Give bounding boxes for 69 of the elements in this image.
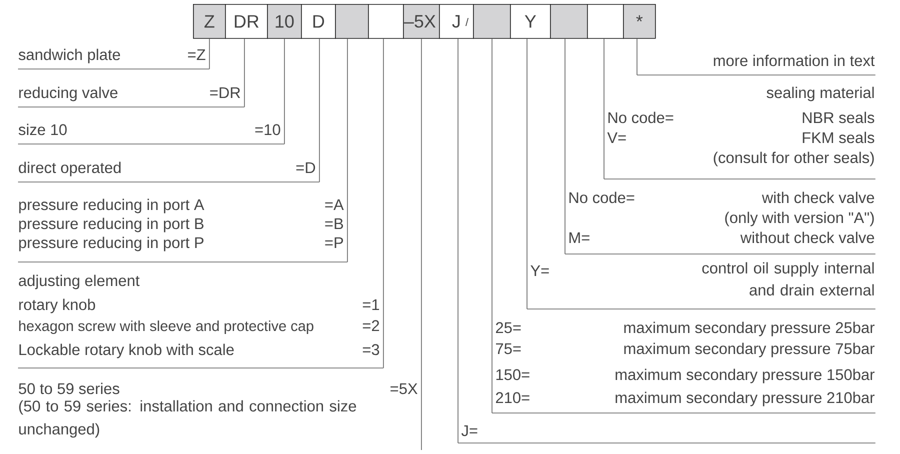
option-text: hexagon screw with sleeve and protective cap bbox=[19, 320, 314, 334]
option-text: (only with version "A") bbox=[725, 212, 874, 226]
leader-line bbox=[347, 38, 348, 262]
leader-line bbox=[244, 38, 245, 108]
blank-code-cell bbox=[368, 4, 404, 39]
option-text: control oil supply internal and drain external bbox=[702, 262, 874, 296]
code-cell: Y bbox=[510, 4, 551, 39]
option-text: adjusting element bbox=[18, 274, 140, 290]
option-text: pressure reducing in port B bbox=[19, 218, 204, 232]
option-text: =3 bbox=[362, 344, 380, 356]
option-text: maximum secondary pressure 210bar bbox=[616, 392, 874, 406]
note-text: (50 to 59 series: installation and connection size unchanged) bbox=[19, 400, 356, 438]
option-text: sealing material bbox=[766, 86, 874, 102]
option-text: 150= bbox=[496, 369, 530, 380]
code-cell: 10 bbox=[267, 4, 302, 39]
option-text: =D bbox=[296, 162, 316, 173]
option-text: 75= bbox=[496, 343, 521, 354]
option-text: with check valve bbox=[762, 192, 874, 204]
option-text: Lockable rotary knob with scale bbox=[19, 344, 234, 358]
blank-code-cell bbox=[550, 4, 588, 39]
option-text: maximum secondary pressure 75bar bbox=[624, 342, 874, 358]
option-text: 50 to 59 series bbox=[18, 382, 120, 394]
separator-mark: / bbox=[465, 18, 469, 26]
code-cell: DR bbox=[225, 4, 268, 39]
leader-line bbox=[284, 38, 285, 144]
blank-code-cell bbox=[473, 4, 511, 39]
option-text: 210= bbox=[496, 392, 530, 404]
option-text: maximum secondary pressure 150bar bbox=[616, 368, 874, 384]
option-text: FKM seals bbox=[802, 132, 874, 144]
option-text: =P bbox=[325, 237, 343, 248]
option-text: =2 bbox=[362, 320, 380, 331]
option-text: size 10 bbox=[18, 124, 67, 136]
leader-line bbox=[421, 38, 422, 450]
option-text: (consult for other seals) bbox=[714, 152, 874, 166]
leader-line bbox=[564, 38, 566, 254]
option-text: pressure reducing in port A bbox=[19, 198, 204, 214]
option-text: =5X bbox=[390, 383, 418, 394]
option-text: V= bbox=[607, 132, 626, 143]
leader-line bbox=[209, 38, 210, 70]
option-text: sandwich plate bbox=[18, 48, 120, 64]
option-text: =DR bbox=[210, 87, 240, 98]
option-text: without check valve bbox=[740, 232, 874, 244]
option-text: rotary knob bbox=[19, 298, 96, 314]
code-cell: Z bbox=[193, 4, 226, 39]
option-text: =B bbox=[325, 218, 343, 229]
option-text: =10 bbox=[255, 124, 280, 136]
option-text: more information in text bbox=[714, 54, 875, 66]
leader-line bbox=[319, 38, 320, 182]
option-text: pressure reducing in port P bbox=[19, 236, 204, 252]
option-text: reducing valve bbox=[19, 86, 118, 102]
option-text: =Z bbox=[188, 49, 206, 60]
leader-line bbox=[526, 38, 528, 310]
option-text: NBR seals bbox=[802, 112, 874, 124]
blank-code-cell bbox=[335, 4, 369, 39]
option-text: No code= bbox=[608, 112, 674, 124]
leader-line bbox=[383, 38, 384, 368]
blank-code-cell bbox=[587, 4, 624, 39]
option-text: M= bbox=[569, 232, 590, 243]
option-text: Y= bbox=[530, 265, 549, 276]
option-text: direct operated bbox=[18, 162, 121, 176]
option-text: =1 bbox=[362, 299, 380, 310]
code-cell: D bbox=[301, 4, 336, 39]
code-cell: * bbox=[623, 4, 656, 39]
option-text: maximum secondary pressure 25bar bbox=[624, 322, 874, 336]
option-text: =A bbox=[325, 199, 344, 210]
option-text: J= bbox=[461, 425, 478, 436]
option-text: No code= bbox=[569, 192, 634, 204]
leader-line bbox=[636, 38, 638, 76]
option-text: 25= bbox=[496, 322, 521, 334]
